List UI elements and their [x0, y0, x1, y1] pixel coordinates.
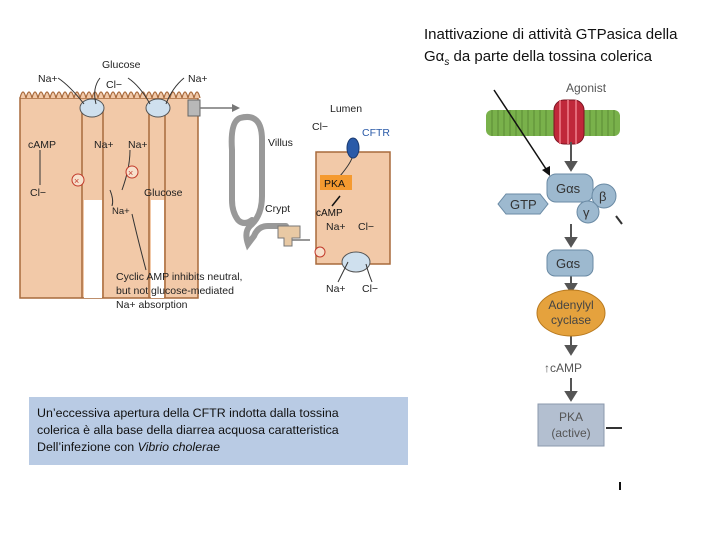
gs-pathway-figure: Agonist Gαs β γ GTP Gαs Adenylyl cyclase… — [486, 81, 623, 490]
basolateral-flow-arrows — [337, 261, 373, 283]
caption-line-1: Un’eccessiva apertura della CFTR indotta… — [37, 406, 339, 420]
cell-junctions — [81, 108, 166, 298]
label-villus: Villus — [268, 137, 293, 149]
caption-line-3: Dell’infezione con Vibrio cholerae — [37, 439, 400, 456]
cftr-channel — [346, 137, 360, 159]
label-cl-cell: Cl− — [30, 187, 46, 199]
label-galpha-s-active: Gαs — [556, 256, 581, 271]
sglt-transporter — [145, 98, 171, 118]
title-line-1: Inattivazione di attività GTPasica della — [424, 26, 678, 43]
toxin-pointer-line — [493, 89, 549, 173]
svg-text:×: × — [74, 176, 79, 186]
label-agonist: Agonist — [566, 81, 607, 95]
basolateral-transporter — [341, 251, 371, 273]
basolateral-inhibition-mark — [314, 246, 326, 258]
intercellular-space-2 — [151, 200, 164, 298]
caption-line-2: colerica è alla base della diarrea acquo… — [37, 423, 339, 437]
title-line-2-rest: da parte della tossina colerica — [449, 48, 652, 65]
label-gamma: γ — [583, 205, 590, 220]
label-glucose-cell: Glucose — [144, 187, 183, 199]
ion-flow-arrows — [39, 77, 185, 207]
note-line-1: Cyclic AMP inhibits neutral, — [116, 271, 242, 283]
active-galpha-s — [546, 249, 594, 277]
galpha-s-subunit — [546, 173, 594, 203]
villus-outline — [228, 114, 289, 251]
label-adenylyl: Adenylyl — [548, 298, 593, 312]
camp-to-pka-arrow — [331, 195, 341, 207]
caption-box: Un’eccessiva apertura della CFTR indotta… — [29, 397, 408, 465]
note-line-3: Na+ absorption — [116, 299, 188, 311]
label-na-bottom: Na+ — [326, 283, 346, 295]
label-na-left: Na+ — [38, 73, 58, 85]
label-pka-pathway: PKA — [559, 410, 583, 424]
label-pka-active: (active) — [551, 426, 590, 440]
note-line-2: but not glucose-mediated — [116, 285, 234, 297]
intestinal-epithelium-figure: × × Glucose Na+ Cl− Na+ cAMP Na+ Na+ Cl−… — [19, 59, 391, 311]
caption-line-3-prefix: Dell’infezione con — [37, 440, 138, 454]
label-cl-bottom: Cl− — [362, 283, 378, 295]
pathway-arrows — [564, 142, 578, 402]
label-beta: β — [599, 189, 606, 204]
label-cl-lumen: Cl− — [312, 121, 328, 133]
brush-border — [19, 91, 201, 99]
gtp-shape — [497, 193, 549, 215]
adenylyl-cyclase — [536, 289, 606, 337]
label-crypt: Crypt — [265, 203, 290, 215]
cell-membrane — [486, 110, 620, 136]
pka-label-box — [320, 175, 352, 190]
enterocyte-layer — [19, 97, 199, 299]
label-glucose-top: Glucose — [102, 59, 141, 71]
label-na-crypt: Na+ — [326, 221, 346, 233]
label-na-right: Na+ — [188, 73, 208, 85]
label-camp-crypt: cAMP — [316, 208, 343, 219]
crypt-tip — [277, 225, 301, 247]
label-camp-cell: cAMP — [28, 139, 56, 151]
dissociation-mark — [615, 215, 623, 225]
title-galpha-sub: s — [444, 57, 450, 68]
inhibition-marks: × × — [71, 165, 139, 187]
label-pka: PKA — [324, 178, 345, 190]
gpcr-receptor — [553, 99, 585, 145]
label-camp: ↑cAMP — [544, 361, 582, 375]
slide-title: Inattivazione di attività GTPasica della… — [424, 24, 716, 74]
label-cl-left: Cl− — [106, 79, 122, 91]
nhe-transporter — [79, 98, 105, 118]
label-na-mid-2: Na+ — [128, 139, 148, 151]
label-cftr: CFTR — [362, 127, 390, 139]
gamma-subunit — [576, 200, 600, 224]
caption-species: Vibrio cholerae — [137, 440, 220, 454]
membrane-lipids — [491, 110, 615, 136]
label-na-mid: Na+ — [94, 139, 114, 151]
cftr-flow-arrow — [339, 157, 353, 177]
beta-subunit — [591, 183, 617, 209]
label-galpha-s: Gαs — [556, 181, 581, 196]
toxin-pointer-arrowhead — [542, 166, 550, 176]
note-pointer — [131, 213, 147, 271]
svg-text:×: × — [128, 168, 133, 178]
label-cyclase: cyclase — [551, 313, 591, 327]
connector-arrowhead — [232, 104, 240, 112]
label-gtp: GTP — [510, 197, 537, 212]
title-line-2: Gαs da parte della tossina colerica — [424, 46, 716, 74]
section-marker — [187, 99, 201, 117]
pka-active-box — [537, 403, 605, 447]
label-cl-crypt: Cl− — [358, 221, 374, 233]
label-na-low: Na+ — [112, 206, 130, 217]
intercellular-space-1 — [84, 200, 102, 298]
title-galpha: Gα — [424, 48, 445, 65]
label-lumen: Lumen — [330, 103, 362, 115]
